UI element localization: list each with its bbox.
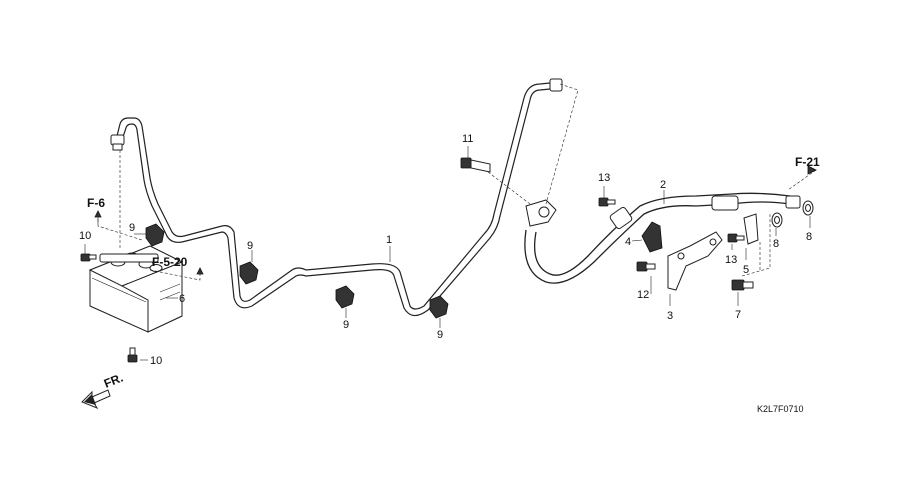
bolt-10-lower [127, 347, 138, 363]
callout-4: 4 [625, 236, 631, 248]
bolt-12 [636, 261, 656, 272]
clamp-9-b [239, 261, 259, 285]
abs-modulator-unit [88, 245, 184, 333]
callout-labels: 1 2 3 4 5 6 7 8 8 9 9 9 9 10 10 11 12 13… [79, 133, 812, 367]
clamp-9-d [429, 295, 449, 319]
clamp-9-c [335, 285, 355, 309]
bolt-7 [731, 279, 754, 291]
callout-10-b: 10 [150, 355, 162, 367]
bolt-13-b [727, 233, 745, 243]
stay-3 [667, 231, 723, 291]
callout-2: 2 [660, 179, 666, 191]
callout-8-a: 8 [773, 238, 779, 250]
callout-5: 5 [743, 264, 749, 276]
clamp-9-a [145, 223, 165, 247]
callout-9-c: 9 [343, 319, 349, 331]
brake-hose-2 [524, 192, 801, 284]
bolt-13-a [598, 197, 616, 207]
front-indicator-label: FR. [102, 371, 125, 391]
diagram-code: K2L7F0710 [757, 404, 804, 414]
callout-7: 7 [735, 309, 741, 321]
ref-f5-20: F-5-20 [152, 255, 188, 269]
callout-9-d: 9 [437, 329, 443, 341]
callout-13-a: 13 [598, 172, 610, 184]
front-arrow-icon [81, 389, 111, 410]
brake-pipe-1 [110, 78, 563, 317]
callout-8-b: 8 [806, 231, 812, 243]
callout-9-b: 9 [247, 240, 253, 252]
callout-1: 1 [386, 234, 392, 246]
callout-12: 12 [637, 289, 649, 301]
leader-lines [84, 83, 817, 361]
callout-10-a: 10 [79, 230, 91, 242]
sealing-washer-8-a [771, 212, 783, 228]
clamp-4 [641, 221, 663, 253]
bolt-10-upper [80, 253, 97, 262]
ref-f21: F-21 [795, 155, 820, 169]
callout-3: 3 [667, 310, 673, 322]
stay-5 [743, 213, 759, 245]
callout-9-a: 9 [129, 222, 135, 234]
ref-f6: F-6 [87, 196, 105, 210]
bolt-11 [460, 157, 491, 173]
callout-11: 11 [462, 133, 473, 145]
callout-13-b: 13 [725, 254, 737, 266]
callout-6: 6 [179, 293, 185, 305]
sealing-washer-8-b [802, 200, 814, 216]
